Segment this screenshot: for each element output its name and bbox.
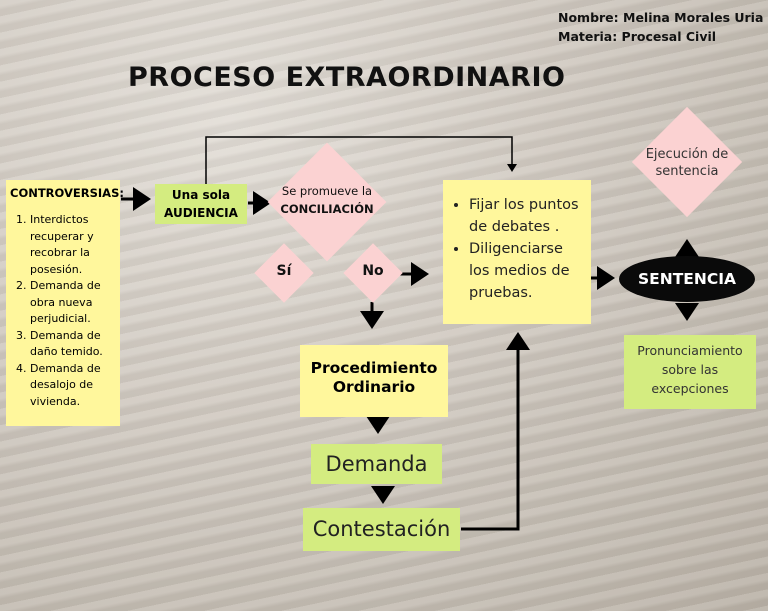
ejecucion-line2: sentencia [655,164,719,179]
subject-name: Materia: Procesal Civil [558,29,717,44]
list-item: Demanda de obra nueva perjudicial. [30,278,116,328]
arrow-contestacion-fijar [461,332,530,531]
procedimiento-box: Procedimiento Ordinario [300,345,448,417]
controversias-box: CONTROVERSIAS: Interdictos recuperar y r… [6,180,124,426]
si-label: Sí [276,263,292,279]
author-info: Nombre: Melina Morales Uria Materia: Pro… [558,8,763,46]
demanda-box: Demanda [311,444,442,484]
ejecucion-line1: Ejecución de [645,147,729,162]
ejecucion-label: Ejecución de sentencia [630,146,744,180]
pronunciamiento-line2: sobre las [661,362,719,377]
conciliacion-line2: CONCILIACIÓN [280,202,374,216]
fijar-box: Fijar los puntos de debates . Diligencia… [443,180,591,324]
audiencia-box: Una sola AUDIENCIA [155,184,247,224]
conciliacion-line1: Se promueve la [281,184,373,198]
list-item: Interdictos recuperar y recobrar la pose… [30,212,116,278]
pronunciamiento-box: Pronunciamiento sobre las excepciones [624,335,756,409]
contestacion-box: Contestación [303,508,460,551]
no-label: No [362,263,384,279]
pronunciamiento-line3: excepciones [651,381,729,396]
list-item: Demanda de desalojo de vivienda. [30,361,116,411]
list-item: Demanda de daño temido. [30,328,116,361]
audiencia-line2: AUDIENCIA [164,206,238,220]
procedimiento-line2: Ordinario [332,378,416,396]
fijar-list: Fijar los puntos de debates . Diligencia… [451,194,583,304]
sentencia-node: SENTENCIA [619,256,755,302]
controversias-heading: CONTROVERSIAS: [10,186,124,200]
author-name: Nombre: Melina Morales Uria [558,10,764,25]
page-title: PROCESO EXTRAORDINARIO [128,62,566,93]
procedimiento-line1: Procedimiento [310,359,438,377]
conciliacion-label: Se promueve la CONCILIACIÓN [270,182,384,218]
pronunciamiento-line1: Pronunciamiento [637,343,743,358]
controversias-list: Interdictos recuperar y recobrar la pose… [10,212,116,410]
list-item: Diligenciarse los medios de pruebas. [469,238,583,304]
bracket-audiencia-fijar [205,136,517,184]
list-item: Fijar los puntos de debates . [469,194,583,238]
audiencia-line1: Una sola [171,188,231,202]
